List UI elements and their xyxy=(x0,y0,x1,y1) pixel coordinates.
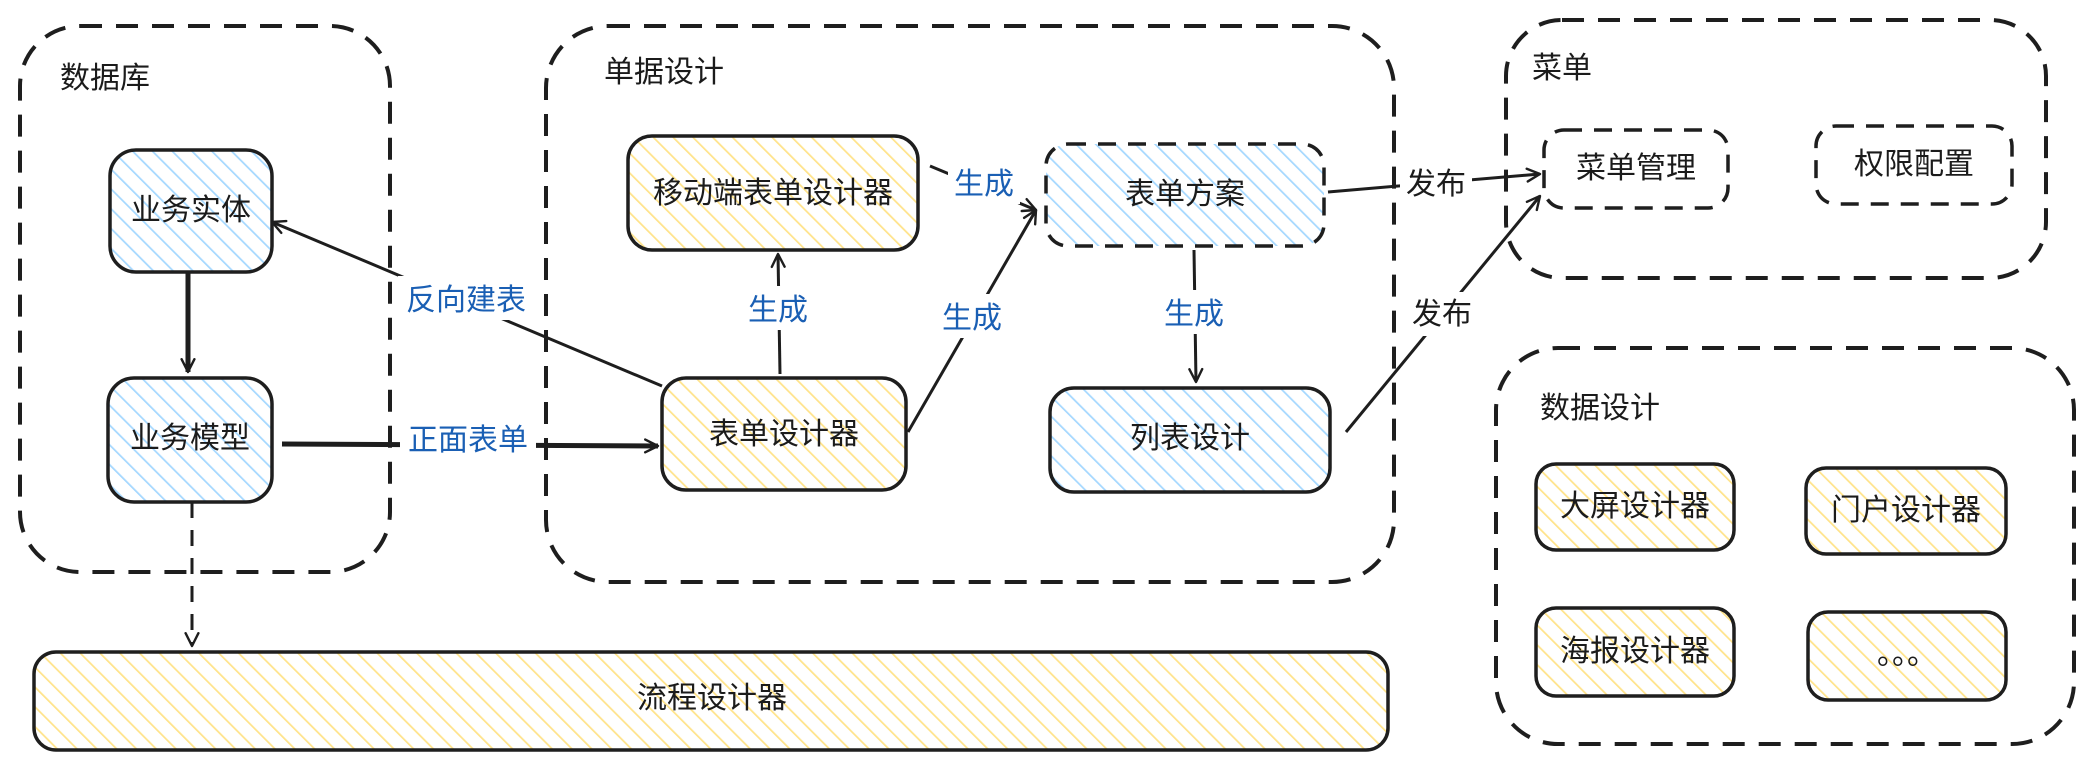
edge-label-generate-mobile-to-scheme-text: 生成 xyxy=(954,167,1014,202)
group-title-menu: 菜单 xyxy=(1532,51,1592,86)
edge-label-generate-mobile: 生成 xyxy=(742,286,814,330)
node-form-scheme: 表单方案 xyxy=(1044,142,1326,248)
edge-label-publish-list-text: 发布 xyxy=(1412,297,1472,332)
group-document-design: 单据设计 xyxy=(544,24,1396,584)
label-business-model: 业务模型 xyxy=(130,421,250,456)
label-list-design: 列表设计 xyxy=(1130,421,1250,456)
label-form-designer: 表单设计器 xyxy=(709,417,859,452)
label-poster-designer: 海报设计器 xyxy=(1560,634,1710,669)
node-form-designer: 表单设计器 xyxy=(660,376,908,492)
edge-label-reverse-table: 反向建表 xyxy=(398,276,534,320)
node-more: 。。。 xyxy=(1806,610,2008,702)
edge-label-publish-scheme-text: 发布 xyxy=(1406,167,1466,202)
node-business-model: 业务模型 xyxy=(106,376,274,504)
label-portal-designer: 门户设计器 xyxy=(1831,493,1981,528)
edge-label-generate-mobile-to-scheme: 生成 xyxy=(948,160,1020,204)
group-title-data-design: 数据设计 xyxy=(1540,391,1660,426)
edge-label-publish-scheme: 发布 xyxy=(1400,162,1472,206)
label-permission-config: 权限配置 xyxy=(1854,147,1974,182)
label-menu-management: 菜单管理 xyxy=(1576,151,1696,186)
edge-label-generate-form-to-scheme: 生成 xyxy=(936,294,1008,338)
edge-label-generate-scheme-to-list-text: 生成 xyxy=(1164,297,1224,332)
label-more: 。。。 xyxy=(1877,637,1937,672)
node-business-entity: 业务实体 xyxy=(108,148,274,274)
group-title-document-design: 单据设计 xyxy=(604,55,724,90)
label-business-entity: 业务实体 xyxy=(131,193,251,228)
node-permission-config: 权限配置 xyxy=(1814,124,2014,206)
node-menu-management: 菜单管理 xyxy=(1542,128,1730,210)
edge-label-publish-list: 发布 xyxy=(1406,292,1478,336)
label-bigscreen-designer: 大屏设计器 xyxy=(1560,489,1710,524)
group-data-design: 数据设计 xyxy=(1494,346,2076,746)
edge-label-generate-mobile-text: 生成 xyxy=(748,293,808,328)
edge-label-generate-form-to-scheme-text: 生成 xyxy=(942,301,1002,336)
node-poster-designer: 海报设计器 xyxy=(1534,606,1736,698)
edge-label-reverse-table-text: 反向建表 xyxy=(406,283,526,318)
edge-label-forward-form: 正面表单 xyxy=(400,418,536,462)
label-mobile-form-designer: 移动端表单设计器 xyxy=(653,176,893,211)
group-title-database: 数据库 xyxy=(60,61,150,96)
edge-label-forward-form-text: 正面表单 xyxy=(408,423,528,458)
label-workflow-designer: 流程设计器 xyxy=(637,681,787,716)
node-workflow-designer: 流程设计器 xyxy=(32,650,1390,752)
edge-label-generate-scheme-to-list: 生成 xyxy=(1158,290,1230,334)
node-bigscreen-designer: 大屏设计器 xyxy=(1534,462,1736,552)
node-mobile-form-designer: 移动端表单设计器 xyxy=(626,134,920,252)
group-menu: 菜单 xyxy=(1504,18,2048,280)
node-portal-designer: 门户设计器 xyxy=(1804,466,2008,556)
node-list-design: 列表设计 xyxy=(1048,386,1332,494)
group-database: 数据库 xyxy=(18,24,392,574)
label-form-scheme: 表单方案 xyxy=(1125,177,1245,212)
